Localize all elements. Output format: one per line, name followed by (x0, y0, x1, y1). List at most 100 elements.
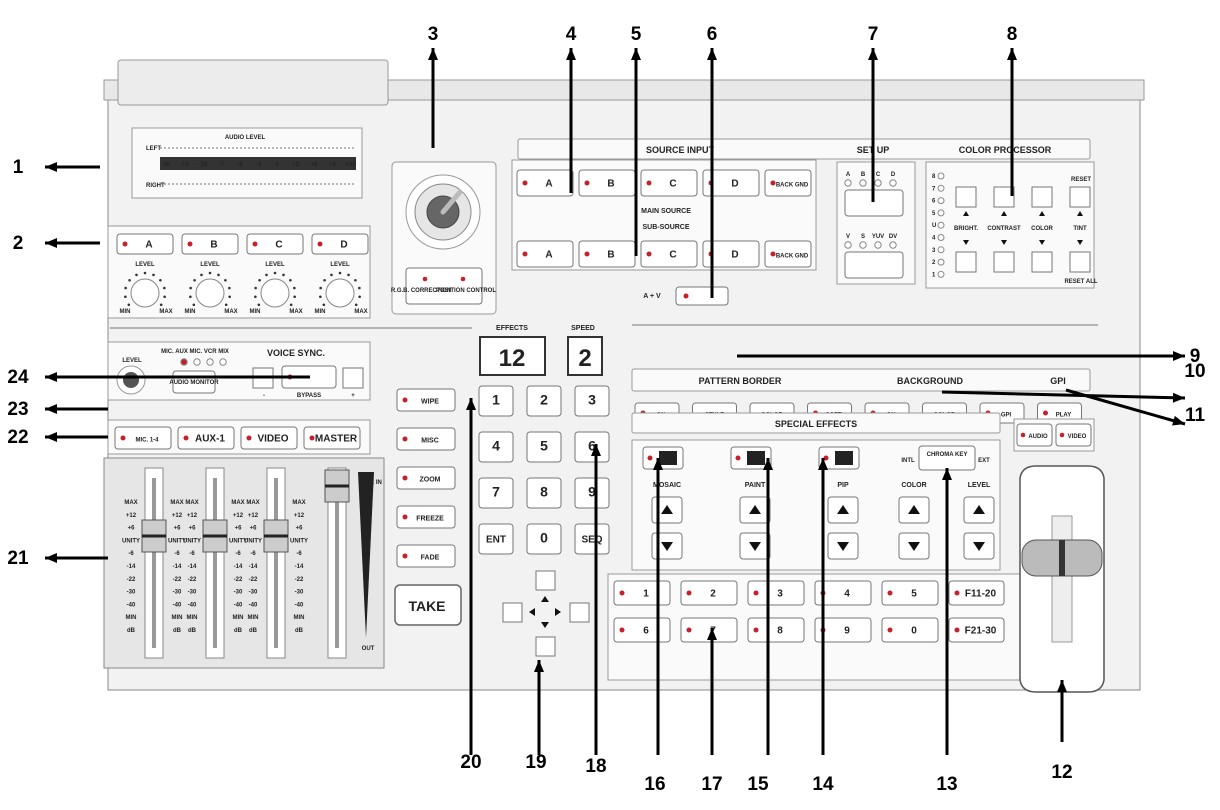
meter-scale-label: +3 (292, 162, 300, 168)
keypad-5-button[interactable]: 5 (526, 431, 562, 463)
transition-wipe-button[interactable]: WIPE (396, 388, 456, 412)
keypad-0-button[interactable]: 0 (526, 523, 562, 555)
cp-up-button[interactable] (1069, 186, 1091, 208)
cp-down-button[interactable] (955, 251, 977, 273)
dpad-up-icon (541, 596, 549, 602)
chroma-key-button[interactable] (918, 445, 976, 471)
main-source-back-gnd-button[interactable]: BACK GND (764, 169, 812, 197)
paint-label: PAINT (745, 482, 766, 489)
channel-button[interactable]: VIDEO (240, 426, 298, 450)
down-triangle-icon (973, 542, 985, 551)
callout-4: 4 (566, 24, 577, 193)
keypad-1-button[interactable]: 1 (478, 385, 514, 417)
memory-f21-30-button[interactable]: F21-30 (948, 617, 1005, 643)
transition-buttons: WIPE MISC ZOOM FREEZE FADE (396, 388, 456, 568)
audio-input-d-button[interactable]: D (311, 233, 369, 255)
memory-3-button-label: 3 (777, 589, 783, 600)
sub-source-c-button[interactable]: C (640, 240, 698, 268)
callout-21: 21 (7, 548, 108, 569)
keypad-6-button[interactable]: 6 (574, 431, 610, 463)
cp-down-button[interactable] (1069, 251, 1091, 273)
transition-freeze-button[interactable]: FREEZE (396, 505, 456, 529)
dpad-up-button[interactable] (535, 570, 556, 591)
keypad-3-button[interactable]: 3 (574, 385, 610, 417)
memory-0-button[interactable]: 0 (881, 617, 939, 643)
pip-button[interactable] (818, 446, 860, 470)
audio-input-a-button[interactable]: A (116, 233, 174, 255)
fader-scale-left: dB (188, 628, 197, 634)
pattern-play-button[interactable]: PLAY (1037, 402, 1082, 424)
keypad-2-button[interactable]: 2 (526, 385, 562, 417)
audio-input-b-button[interactable]: B (181, 233, 239, 255)
keypad-seq-button[interactable]: SEQ (574, 523, 610, 555)
setup-format-button[interactable] (844, 251, 904, 279)
mosaic-button[interactable] (642, 446, 684, 470)
memory-5-button[interactable]: 5 (881, 580, 939, 606)
fader-scale-right: -14 (173, 564, 182, 570)
cp-up-button[interactable] (1031, 186, 1053, 208)
keypad-7-button[interactable]: 7 (478, 477, 514, 509)
setup-input-led-label: D (891, 172, 896, 178)
transition-fade-button[interactable]: FADE (396, 544, 456, 568)
keypad-ent-button[interactable]: ENT (478, 523, 514, 555)
pattern-header (631, 368, 1091, 392)
keypad-4-button[interactable]: 4 (478, 431, 514, 463)
sub-source-back-gnd-button[interactable]: BACK GND (764, 240, 812, 268)
cp-down-button[interactable] (993, 251, 1015, 273)
mosaic-label: MOSAIC (653, 482, 681, 489)
main-source-d-button[interactable]: D (702, 169, 760, 197)
callout-5: 5 (631, 24, 642, 256)
channel-button-label: AUX-1 (195, 434, 225, 445)
keypad-9-button[interactable]: 9 (574, 477, 610, 509)
dpad-right-button[interactable] (569, 602, 590, 623)
callout-3: 3 (428, 24, 438, 148)
sub-source-a-button[interactable]: A (516, 240, 574, 268)
channel-button[interactable]: MASTER (303, 426, 361, 450)
memory-6-button[interactable]: 6 (613, 617, 671, 643)
audio-level-knob[interactable] (189, 271, 231, 308)
audio-level-knob[interactable] (319, 271, 361, 308)
audio-follow-button[interactable] (1016, 423, 1053, 447)
dpad-left-button[interactable] (502, 602, 523, 623)
cp-up-button[interactable] (955, 186, 977, 208)
memory-9-button[interactable]: 9 (814, 617, 872, 643)
fader-scale-left: MIN (187, 615, 198, 621)
sub-source-b-button[interactable]: B (578, 240, 636, 268)
fader-scale-left: -14 (127, 564, 136, 570)
main-source-c-button[interactable]: C (640, 169, 698, 197)
fader-scale-right: -6 (296, 551, 302, 557)
callout-8: 8 (1007, 24, 1017, 196)
take-button[interactable] (394, 584, 462, 626)
paint-button[interactable] (730, 446, 772, 470)
memory-f11-20-button[interactable]: F11-20 (948, 580, 1005, 606)
fader-scale-right: -40 (173, 602, 182, 608)
audio-level-knob[interactable] (124, 271, 166, 308)
cp-down-button[interactable] (1031, 251, 1053, 273)
video-follow-button[interactable] (1055, 423, 1092, 447)
keypad-8-button[interactable]: 8 (526, 477, 562, 509)
channel-button[interactable]: MIC. 1-4 (114, 426, 172, 450)
memory-4-button[interactable]: 4 (814, 580, 872, 606)
memory-8-button[interactable]: 8 (747, 617, 805, 643)
memory-3-button[interactable]: 3 (747, 580, 805, 606)
main-source-b-button[interactable]: B (578, 169, 636, 197)
main-source-back-gnd-button-label: BACK GND (776, 183, 809, 189)
transition-zoom-button[interactable]: ZOOM (396, 466, 456, 490)
sub-source-d-button[interactable]: D (702, 240, 760, 268)
voice-sync-plus-button[interactable] (342, 367, 364, 389)
memory-1-button[interactable]: 1 (613, 580, 671, 606)
callout-11: 11 (1065, 388, 1205, 426)
channel-button[interactable]: AUX-1 (177, 426, 235, 450)
fader-scale-left: -6 (189, 551, 195, 557)
audio-input-c-button[interactable]: C (246, 233, 304, 255)
audio-level-knob[interactable] (254, 271, 296, 308)
av-button[interactable] (675, 286, 729, 306)
transition-misc-button[interactable]: MISC (396, 427, 456, 451)
main-source-a-button[interactable]: A (516, 169, 574, 197)
dpad-down-button[interactable] (535, 636, 556, 657)
fader-scale-right: -30 (234, 590, 243, 596)
cp-up-button[interactable] (993, 186, 1015, 208)
memory-2-button[interactable]: 2 (680, 580, 738, 606)
